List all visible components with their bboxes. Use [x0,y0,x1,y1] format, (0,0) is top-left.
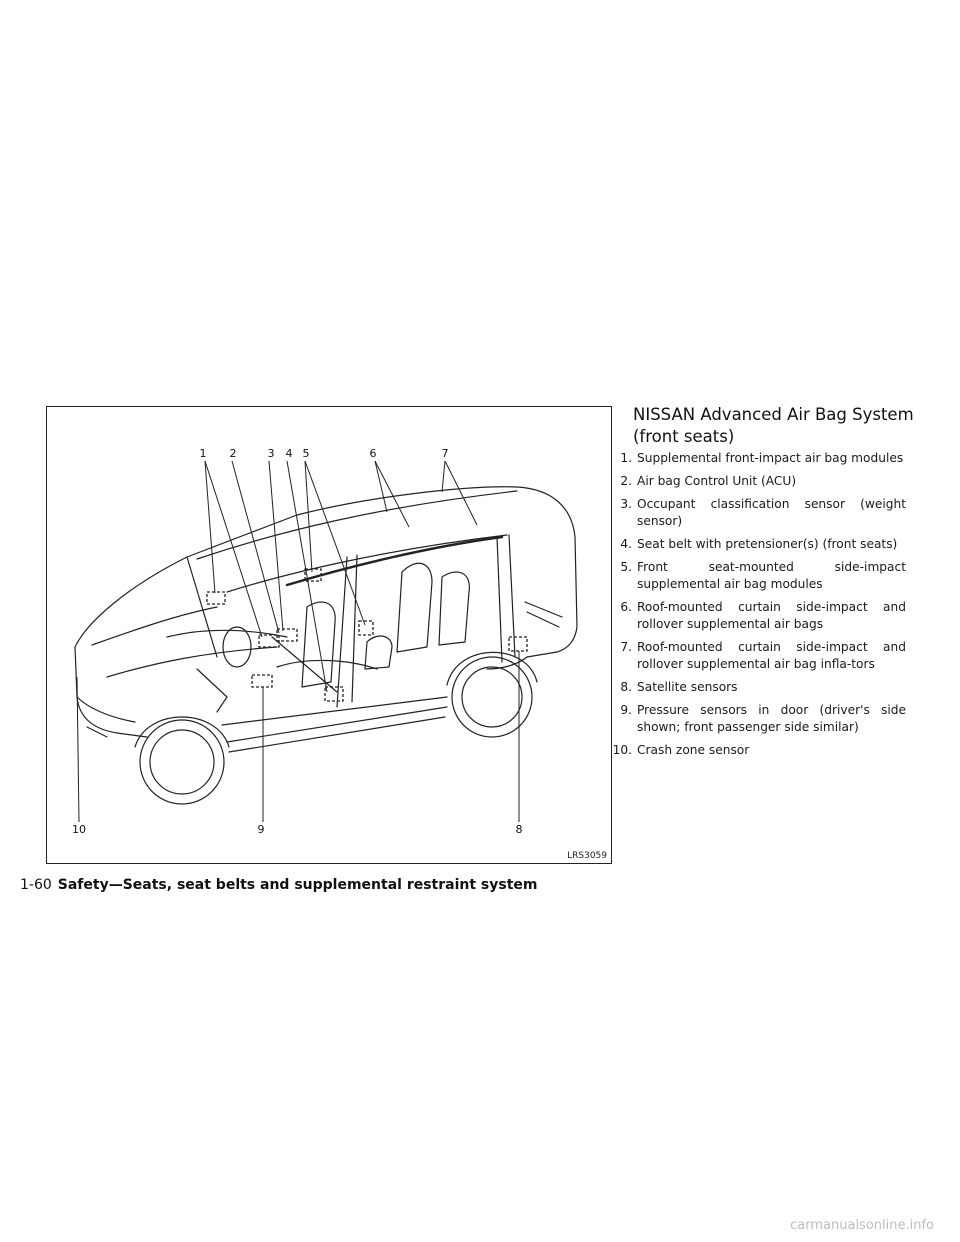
list-item-text: Satellite sensors [637,680,738,694]
callout-1: 1 [199,447,207,460]
list-item-text: Crash zone sensor [637,743,750,757]
watermark: carmanualsonline.info [790,1218,934,1233]
list-item-number: 9. [620,703,632,717]
list-item-number: 6. [620,600,632,614]
callout-7: 7 [441,447,449,460]
chapter-title: Safety—Seats, seat belts and supplementa… [57,877,538,893]
list-item: 8. Satellite sensors [606,679,906,696]
list-item: 10. Crash zone sensor [606,742,906,759]
list-item: 3. Occupant classification sensor (weight… [606,496,906,530]
list-item-number: 5. [620,560,632,574]
list-item-text: Seat belt with pretensioner(s) (front se… [637,537,898,551]
list-item-number: 4. [620,537,632,551]
list-item-text: Pressure sensors in door (driver's side … [637,703,906,734]
section-title: NISSAN Advanced Air Bag System (front se… [633,405,914,446]
airbag-diagram-figure: 1 2 3 4 5 6 7 8 9 10 LRS3059 [46,406,612,864]
list-item: 1. Supplemental front-impact air bag modu… [606,450,906,467]
callout-4: 4 [285,447,293,460]
callout-9: 9 [257,823,265,836]
list-item-number: 8. [620,680,632,694]
list-item-text: Supplemental front-impact air bag module… [637,451,904,465]
list-item-text: Front seat-mounted side-impact supplemen… [637,560,906,591]
callout-5: 5 [302,447,310,460]
page-footer: 1-60 Safety—Seats, seat belts and supplem… [20,877,538,893]
list-item-number: 7. [620,640,632,654]
page-number: 1-60 [20,877,52,893]
component-list: 1. Supplemental front-impact air bag modu… [606,450,906,765]
callout-8: 8 [515,823,523,836]
list-item-number: 10. [612,743,632,757]
callout-3: 3 [267,447,275,460]
list-item: 2. Air bag Control Unit (ACU) [606,473,906,490]
list-item: 9. Pressure sensors in door (driver's sid… [606,702,906,736]
callout-2: 2 [229,447,237,460]
list-item: 4. Seat belt with pretensioner(s) (front … [606,536,906,553]
callout-10: 10 [72,823,86,836]
list-item-text: Roof-mounted curtain side-impact and rol… [637,600,906,631]
list-item: 5. Front seat-mounted side-impact supplem… [606,559,906,593]
list-item-text: Air bag Control Unit (ACU) [637,474,797,488]
callout-6: 6 [369,447,377,460]
list-item-number: 1. [620,451,632,465]
figure-code: LRS3059 [567,851,607,861]
list-item-number: 2. [620,474,632,488]
list-item-text: Occupant classification sensor (weight s… [637,497,906,528]
vehicle-cutaway-illustration [74,460,578,823]
list-item: 7. Roof-mounted curtain side-impact and r… [606,639,906,673]
list-item-number: 3. [620,497,632,511]
list-item: 6. Roof-mounted curtain side-impact and r… [606,599,906,633]
list-item-text: Roof-mounted curtain side-impact and rol… [637,640,906,671]
